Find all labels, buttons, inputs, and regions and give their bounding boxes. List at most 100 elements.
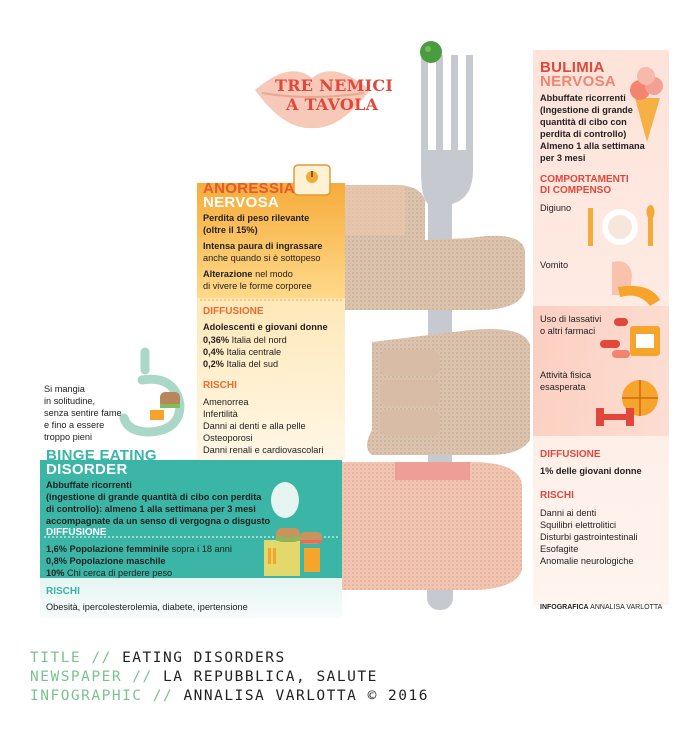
- bulimia-intro-1: (Ingestione di grande: [540, 105, 633, 115]
- hand-middle: [367, 329, 530, 455]
- binge-rischi: Obesità, ipercolesterolemia, diabete, ip…: [46, 602, 248, 612]
- title-line-2: A TAVOLA: [286, 95, 379, 114]
- binge-intro-1: (ingestione di grande quantità di cibo c…: [46, 492, 262, 502]
- anoressia-title-1: ANORESSIA: [203, 180, 295, 197]
- anoressia-diffusione-head: Adolescenti e giovani donne: [203, 322, 328, 332]
- credit-label: INFOGRAFICA: [540, 604, 589, 611]
- bulimia-behavior-lassativi-1: Uso di lassativi: [540, 314, 602, 324]
- bulimia-behavior-digiuno: Digiuno: [540, 203, 572, 213]
- credit-title-value: EATING DISORDERS: [111, 650, 286, 666]
- credit-newspaper: NEWSPAPER // LA REPUBBLICA, SALUTE: [30, 669, 378, 685]
- anoressia-diffusione-0: 0,36% Italia del nord: [203, 335, 287, 347]
- bulimia-diffusione-title: DIFFUSIONE: [540, 449, 601, 460]
- binge-diff-2-r: Chi cerca di perdere peso: [64, 568, 173, 578]
- bulimia-rischio-0: Danni ai denti: [540, 508, 597, 518]
- anoressia-rischio-3: Osteoporosi: [203, 433, 253, 443]
- credit-name: ANNALISA VARLOTTA: [590, 604, 663, 611]
- anoressia-rischio-2: Danni ai denti e alla pelle: [203, 421, 306, 431]
- bulimia-behavior-attivita-2: esasperata: [540, 382, 586, 392]
- credit-newspaper-value: LA REPUBBLICA, SALUTE: [152, 669, 378, 685]
- bulimia-intro-3: perdita di controllo): [540, 129, 627, 139]
- anoressia-diffusione-1: 0,4% Italia centrale: [203, 347, 281, 359]
- bulimia-rischio-2: Disturbi gastrointestinali: [540, 532, 638, 542]
- anoressia-p2b: anche quando si è sottopeso: [203, 253, 321, 263]
- binge-diff-0-r: sopra i 18 anni: [169, 544, 232, 554]
- bulimia-behavior-lassativi-2: o altri farmaci: [540, 326, 596, 336]
- bulimia-rischi-title: RISCHI: [540, 490, 574, 501]
- binge-diff-1-b: 0,8% Popolazione maschile: [46, 556, 166, 566]
- bulimia-comportamenti-title-0: COMPORTAMENTI: [540, 174, 629, 185]
- binge-title-1: BINGE EATING: [46, 447, 157, 464]
- dumbbell-basketball-icon: [596, 380, 658, 426]
- binge-intro-0: Abbuffate ricorrenti: [46, 480, 132, 490]
- binge-diff-2-b: 10%: [46, 568, 65, 578]
- anoressia-p3b: nel modo: [252, 269, 293, 279]
- bulimia-diffusione: 1% delle giovani donne: [540, 466, 642, 476]
- binge-diffusione-2: 10% Chi cerca di perdere peso: [46, 568, 172, 580]
- anoressia-rischi-title: RISCHI: [203, 380, 237, 391]
- credit-infographic-value: ANNALISA VARLOTTA © 2016: [173, 688, 429, 704]
- credit-title: TITLE // EATING DISORDERS: [30, 650, 286, 666]
- bulimia-rischio-3: Esofagite: [540, 544, 579, 554]
- credit-newspaper-key: NEWSPAPER //: [30, 669, 153, 685]
- binge-note-2: senza sentire fame: [44, 408, 122, 418]
- ice-cream-icon: [630, 67, 663, 142]
- pills-icon: [600, 318, 660, 358]
- bulimia-title-1: BULIMIA: [540, 59, 605, 76]
- binge-note-1: in solitudine,: [44, 396, 96, 406]
- binge-note-3: e fino a essere: [44, 420, 105, 430]
- binge-diff-0-b: 1,6% Popolazione femminile: [46, 544, 170, 554]
- credit-infographic: INFOGRAPHIC // ANNALISA VARLOTTA © 2016: [30, 688, 429, 704]
- binge-intro-3: accompagnate da un senso di vergogna o d…: [46, 516, 271, 526]
- binge-diffusione-1: 0,8% Popolazione maschile: [46, 556, 165, 568]
- anoressia-rischio-0: Amenorrea: [203, 397, 249, 407]
- binge-diffusione-title: DIFFUSIONE: [46, 527, 107, 538]
- hand-bottom: [342, 462, 522, 590]
- anoressia-p1-0: Perdita di peso rilevante: [203, 213, 310, 223]
- bulimia-behavior-attivita-1: Attività fisica: [540, 370, 592, 380]
- scale-icon: [293, 164, 331, 196]
- anoressia-title-2: NERVOSA: [203, 194, 280, 211]
- anoressia-p3c: di vivere le forme corporee: [203, 281, 312, 291]
- vomit-icon: [612, 261, 660, 306]
- lips-illustration: [255, 71, 370, 129]
- binge-note-0: Si mangia: [44, 384, 85, 394]
- anoressia-panel: [197, 183, 345, 298]
- bulimia-credit: INFOGRAFICA ANNALISA VARLOTTA: [540, 604, 662, 613]
- credit-title-key: TITLE //: [30, 650, 112, 666]
- bulimia-intro-4: Almeno 1 alla settimana: [540, 141, 645, 151]
- bulimia-comportamenti-title-1: DI COMPENSO: [540, 185, 612, 196]
- pea-icon: [420, 41, 442, 63]
- anoressia-diffusione-title: DIFFUSIONE: [203, 306, 264, 317]
- anoressia-p1-1: (oltre il 15%): [203, 225, 258, 235]
- anoressia-pct-0: 0,36%: [203, 335, 230, 345]
- plate-cutlery-icon: [588, 205, 655, 246]
- anoressia-rischio-4: Danni renali e cardiovascolari: [203, 445, 324, 455]
- anoressia-rischio-1: Infertilità: [203, 409, 238, 419]
- bulimia-intro-2: quantità di cibo con: [540, 117, 627, 127]
- binge-person-icon: [264, 482, 322, 576]
- anoressia-pct-2: 0,2%: [203, 359, 224, 369]
- anoressia-p3: Alterazione nel modo: [203, 269, 293, 281]
- anoressia-where-1: Italia centrale: [223, 347, 282, 357]
- anoressia-pct-1: 0,4%: [203, 347, 224, 357]
- anoressia-p2a: Intensa paura di ingrassare: [203, 241, 323, 251]
- anoressia-where-2: Italia del sud: [223, 359, 279, 369]
- bulimia-rischio-4: Anomalie neurologiche: [540, 556, 634, 566]
- anoressia-where-0: Italia del nord: [229, 335, 287, 345]
- hand-top: [345, 185, 525, 310]
- anoressia-diffusione-2: 0,2% Italia del sud: [203, 359, 278, 371]
- binge-intro-2: di controllo): almeno 1 alla settimana p…: [46, 504, 256, 514]
- bulimia-behavior-vomito: Vomito: [540, 260, 569, 270]
- credit-infographic-key: INFOGRAPHIC //: [30, 688, 174, 704]
- stomach-burger-icon: [119, 347, 185, 437]
- binge-title-2: DISORDER: [46, 461, 128, 478]
- bulimia-intro-0: Abbuffate ricorrenti: [540, 93, 626, 103]
- anoressia-p3a: Alterazione: [203, 269, 253, 279]
- binge-rischi-title: RISCHI: [46, 586, 80, 597]
- bulimia-intro-5: per 3 mesi: [540, 153, 586, 163]
- bulimia-title-2: NERVOSA: [540, 73, 617, 90]
- binge-note-4: troppo pieni: [44, 432, 93, 442]
- title-line-1: TRE NEMICI: [275, 76, 394, 95]
